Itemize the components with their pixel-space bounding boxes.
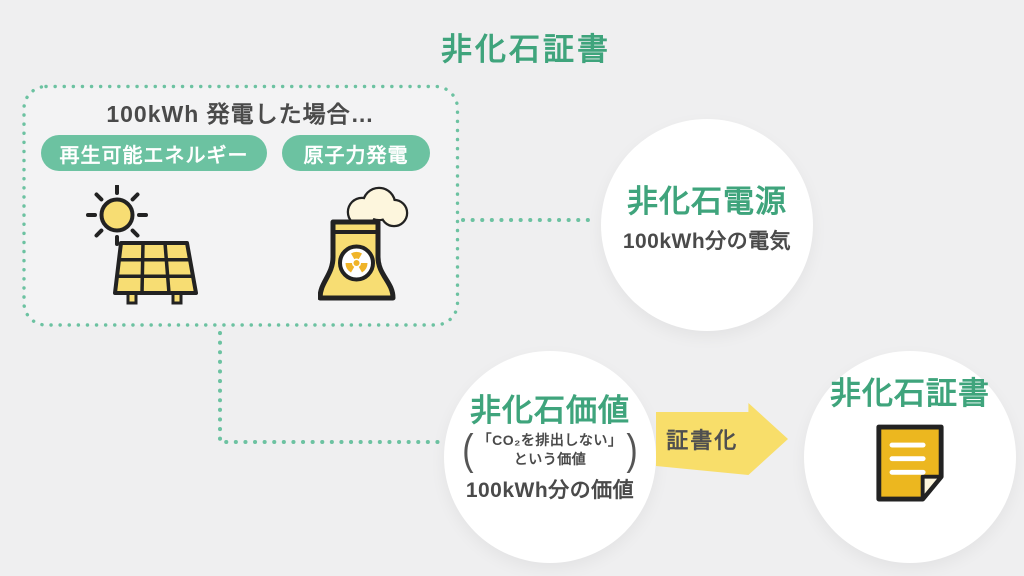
certificate-document-icon	[876, 424, 944, 502]
solar-panel-icon	[86, 185, 198, 305]
value-annotation-text: 「CO₂を排出しない」 という価値	[478, 431, 623, 467]
value-annotation-line1: 「CO₂を排出しない」	[477, 432, 623, 449]
generation-example-heading: 100kWh 発電した場合…	[106, 101, 375, 127]
value-subtext: 100kWh分の価値	[465, 478, 635, 502]
node-non-fossil-power-source: 非化石電源 100kWh分の電気	[601, 119, 813, 331]
certification-arrow-label: 証書化	[666, 428, 739, 453]
node-non-fossil-value: 非化石価値 ( 「CO₂を排出しない」 という価値 ) 100kWh分の価値	[444, 351, 656, 563]
generation-example-box: 100kWh 発電した場合… 再生可能エネルギー 原子力発電	[22, 85, 459, 326]
connector-to-value	[218, 331, 442, 444]
page-title: 非化石証書	[441, 32, 611, 67]
power-source-heading: 非化石電源	[627, 183, 787, 219]
paren-close: )	[626, 425, 638, 474]
certificate-heading: 非化石証書	[830, 375, 990, 411]
paren-open: (	[462, 425, 474, 474]
node-non-fossil-certificate: 非化石証書	[804, 351, 1016, 563]
value-heading: 非化石価値	[470, 393, 630, 429]
nuclear-plant-icon	[318, 186, 409, 301]
power-source-subtext: 100kWh分の電気	[622, 230, 792, 254]
value-annotation-line2: という価値	[513, 450, 587, 467]
label-renewable-energy: 再生可能エネルギー	[41, 135, 267, 171]
label-nuclear-power: 原子力発電	[282, 135, 430, 171]
value-annotation: ( 「CO₂を排出しない」 という価値 )	[462, 428, 637, 471]
